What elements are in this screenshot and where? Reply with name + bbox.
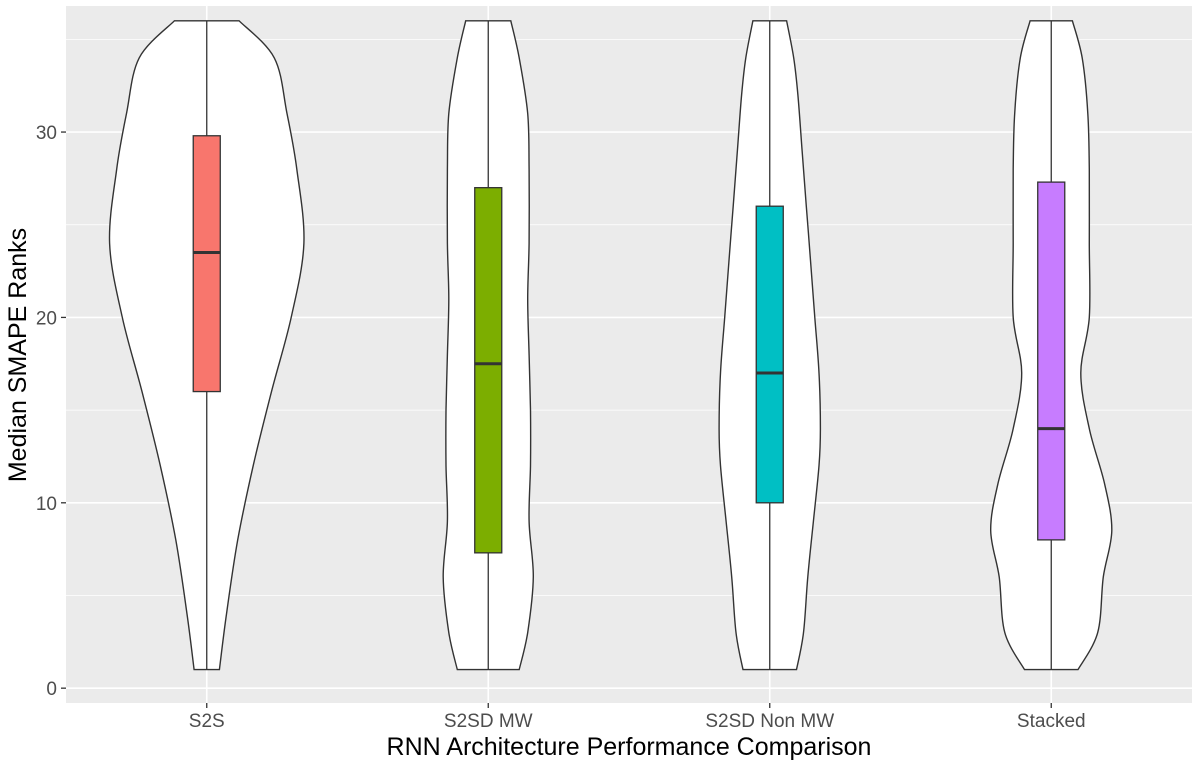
box-s2s <box>192 135 221 393</box>
y-tick-label: 10 <box>36 494 57 515</box>
y-tick-label: 0 <box>46 679 57 700</box>
y-tick-label: 30 <box>36 123 57 144</box>
x-tick-label: Stacked <box>1017 711 1086 732</box>
x-tick-label: S2SD MW <box>444 711 533 732</box>
y-tick-label: 20 <box>36 308 57 329</box>
box-s2sd-non-mw <box>755 205 784 504</box>
boxplot-layer <box>192 20 1066 670</box>
box-s2sd-mw <box>474 187 503 554</box>
x-axis-title: RNN Architecture Performance Comparison <box>387 733 872 761</box>
y-axis-title: Median SMAPE Ranks <box>4 228 32 482</box>
box-stacked <box>1037 181 1066 541</box>
x-tick-label: S2SD Non MW <box>705 711 834 732</box>
y-axis: 0 10 20 30 <box>36 123 66 700</box>
x-axis: S2S S2SD MW S2SD Non MW Stacked <box>189 703 1086 732</box>
x-tick-label: S2S <box>189 711 225 732</box>
